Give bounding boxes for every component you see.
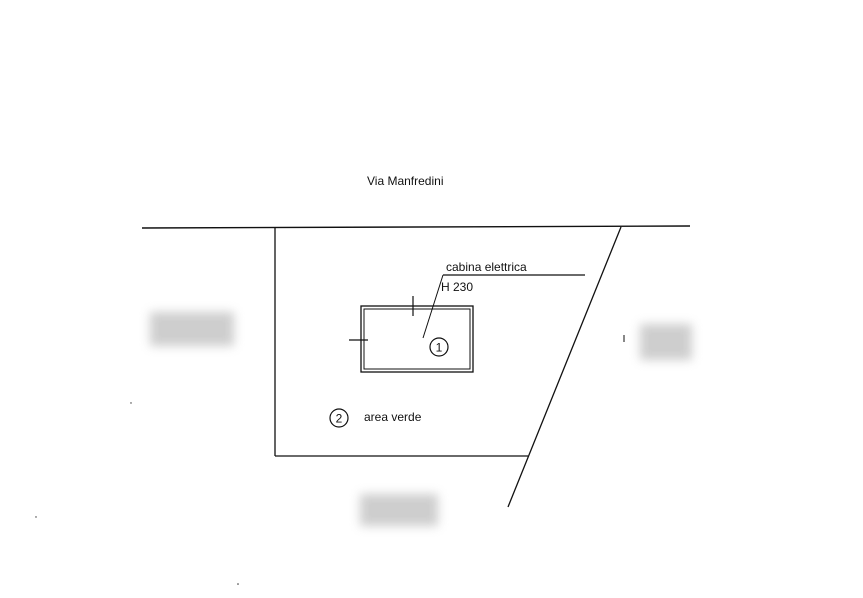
cabin-label: cabina elettrica [446, 260, 527, 274]
green-area-label: area verde [364, 410, 422, 424]
street-name-label: Via Manfredini [367, 174, 444, 188]
green-area-marker-number: 2 [336, 412, 343, 426]
cabin-marker-number: 1 [436, 341, 443, 355]
cabin-outline-outer [360, 305, 474, 373]
green-area-marker-circle [329, 408, 349, 428]
cabin-leader-line [422, 274, 444, 339]
redacted-area-right [640, 324, 692, 360]
cabin-outline-inner [363, 308, 471, 370]
cabin-marker-circle [429, 337, 449, 357]
redacted-area-bottom [360, 494, 438, 526]
street-edge-line [141, 225, 691, 229]
scan-speck [130, 402, 132, 404]
scan-speck [237, 583, 239, 585]
cabin-height-label: H 230 [441, 280, 474, 294]
diagonal-boundary-line [507, 226, 622, 508]
redacted-area-left [150, 312, 234, 346]
scan-speck [35, 516, 37, 518]
